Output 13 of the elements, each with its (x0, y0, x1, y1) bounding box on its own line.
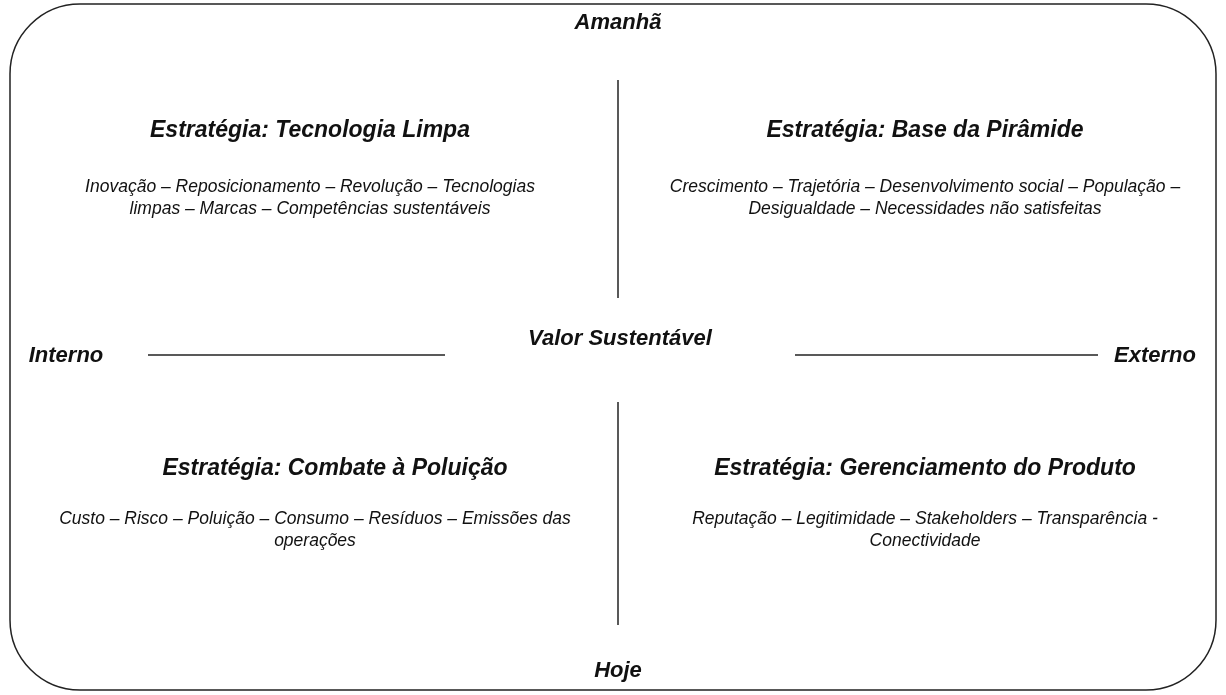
center-label: Valor Sustentável (528, 325, 712, 350)
quadrant-heading: Estratégia: Combate à Poluição (162, 454, 508, 480)
axis-label: Externo (1114, 342, 1196, 367)
quadrant-description: Inovação – Reposicionamento – Revolução – Tecnologias limpas – Marcas – Competências sustentáveis (85, 176, 535, 218)
quadrant-description: Reputação – Legitimidade – Stakeholders – Transparência - Conectividade (692, 508, 1158, 550)
axis-label: Amanhã (574, 9, 662, 34)
quadrant-heading: Estratégia: Base da Pirâmide (766, 116, 1084, 142)
quadrant-heading: Estratégia: Gerenciamento do Produto (714, 454, 1136, 480)
quadrant-heading: Estratégia: Tecnologia Limpa (150, 116, 470, 142)
quadrant-description: Crescimento – Trajetória – Desenvolvimento social – População – Desigualdade – Necessidades não satisfeitas (669, 176, 1181, 218)
axis-label: Interno (28, 342, 104, 367)
quadrant-description: Custo – Risco – Poluição – Consumo – Resíduos – Emissões das operações (59, 508, 571, 550)
axis-label: Hoje (594, 657, 642, 682)
